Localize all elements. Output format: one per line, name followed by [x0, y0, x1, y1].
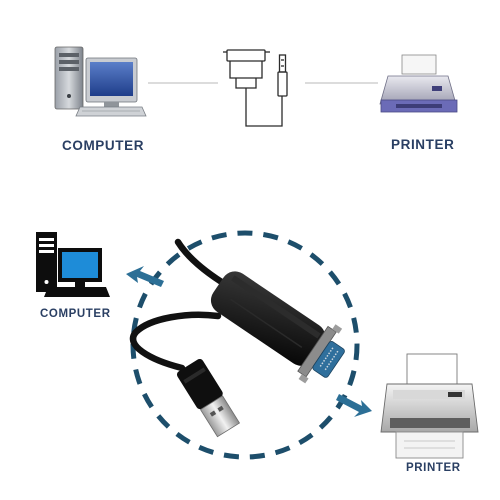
top-cable-icon [223, 49, 288, 127]
bottom-printer-icon [380, 353, 479, 459]
usb-to-parallel-cable-icon [130, 238, 345, 438]
top-printer-icon [379, 54, 458, 113]
top-computer-label: COMPUTER [62, 138, 145, 153]
arrow-to-printer-icon [336, 394, 372, 417]
top-computer-icon [54, 46, 147, 117]
bottom-printer-label: PRINTER [406, 462, 461, 474]
arrow-to-computer-icon [126, 266, 164, 287]
top-printer-label: PRINTER [391, 137, 455, 152]
bottom-computer-icon [36, 232, 110, 297]
bottom-computer-label: COMPUTER [40, 308, 111, 320]
